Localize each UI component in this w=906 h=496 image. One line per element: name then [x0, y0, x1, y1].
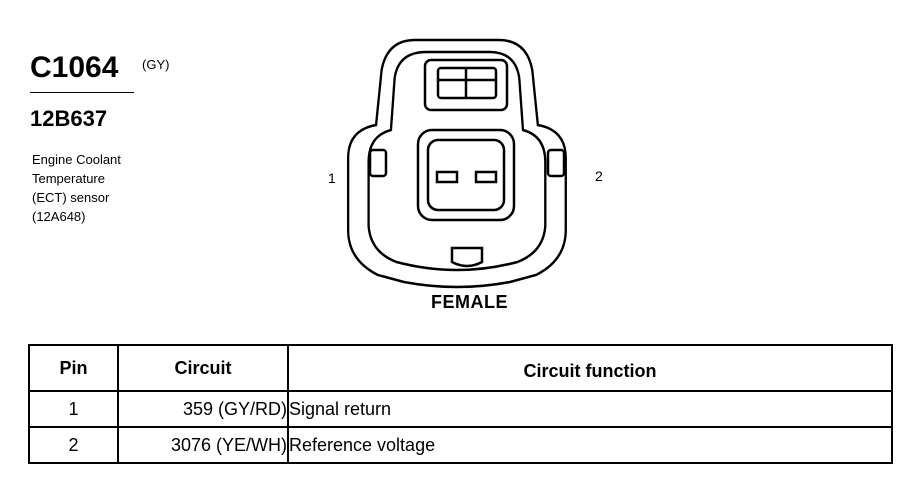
cell-pin: 2: [28, 426, 119, 464]
side-key-left: [368, 148, 388, 178]
connector-outer-housing: [346, 38, 567, 289]
cell-circuit-function: Signal return: [287, 390, 893, 428]
column-header-pin: Pin: [28, 344, 119, 392]
pin-terminal-1: [435, 170, 459, 184]
connector-inner-housing: [367, 50, 547, 272]
connector-id: C1064: [30, 51, 119, 84]
description-line: Engine Coolant: [32, 152, 121, 167]
component-description: Engine Coolant Temperature (ECT) sensor …: [32, 150, 192, 226]
pin-terminal-2: [474, 170, 498, 184]
column-header-circuit-function: Circuit function: [287, 344, 893, 392]
connector-color-code: (GY): [142, 57, 170, 72]
table-row: 2 3076 (YE/WH) Reference voltage: [28, 426, 893, 464]
connector-gender-label: FEMALE: [431, 292, 508, 312]
description-line: (ECT) sensor: [32, 190, 110, 205]
bottom-key: [450, 246, 484, 268]
part-number: 12B637: [30, 106, 108, 131]
cell-circuit: 359 (GY/RD): [117, 390, 289, 428]
table-row: 1 359 (GY/RD) Signal return: [28, 390, 893, 428]
terminal-cavity-inner: [426, 138, 506, 212]
column-header-circuit: Circuit: [117, 344, 289, 392]
connector-face-drawing: [346, 38, 567, 289]
connector-title-block: C1064 (GY) 12B637 Engine Coolant Tempera…: [30, 51, 230, 224]
description-line: (12A648): [32, 209, 86, 224]
locking-latch: [423, 58, 509, 112]
cell-pin: 1: [28, 390, 119, 428]
side-key-right: [546, 148, 566, 178]
pinout-table: Pin Circuit Circuit function 1 359 (GY/R…: [28, 344, 893, 464]
cell-circuit-function: Reference voltage: [287, 426, 893, 464]
description-line: Temperature: [32, 171, 105, 186]
table-header-row: Pin Circuit Circuit function: [28, 344, 893, 392]
pin-1-label: 1: [328, 170, 336, 186]
terminal-cavity-outer: [416, 128, 516, 222]
cell-circuit: 3076 (YE/WH): [117, 426, 289, 464]
title-underline: [30, 92, 134, 93]
pin-2-label: 2: [595, 168, 603, 184]
